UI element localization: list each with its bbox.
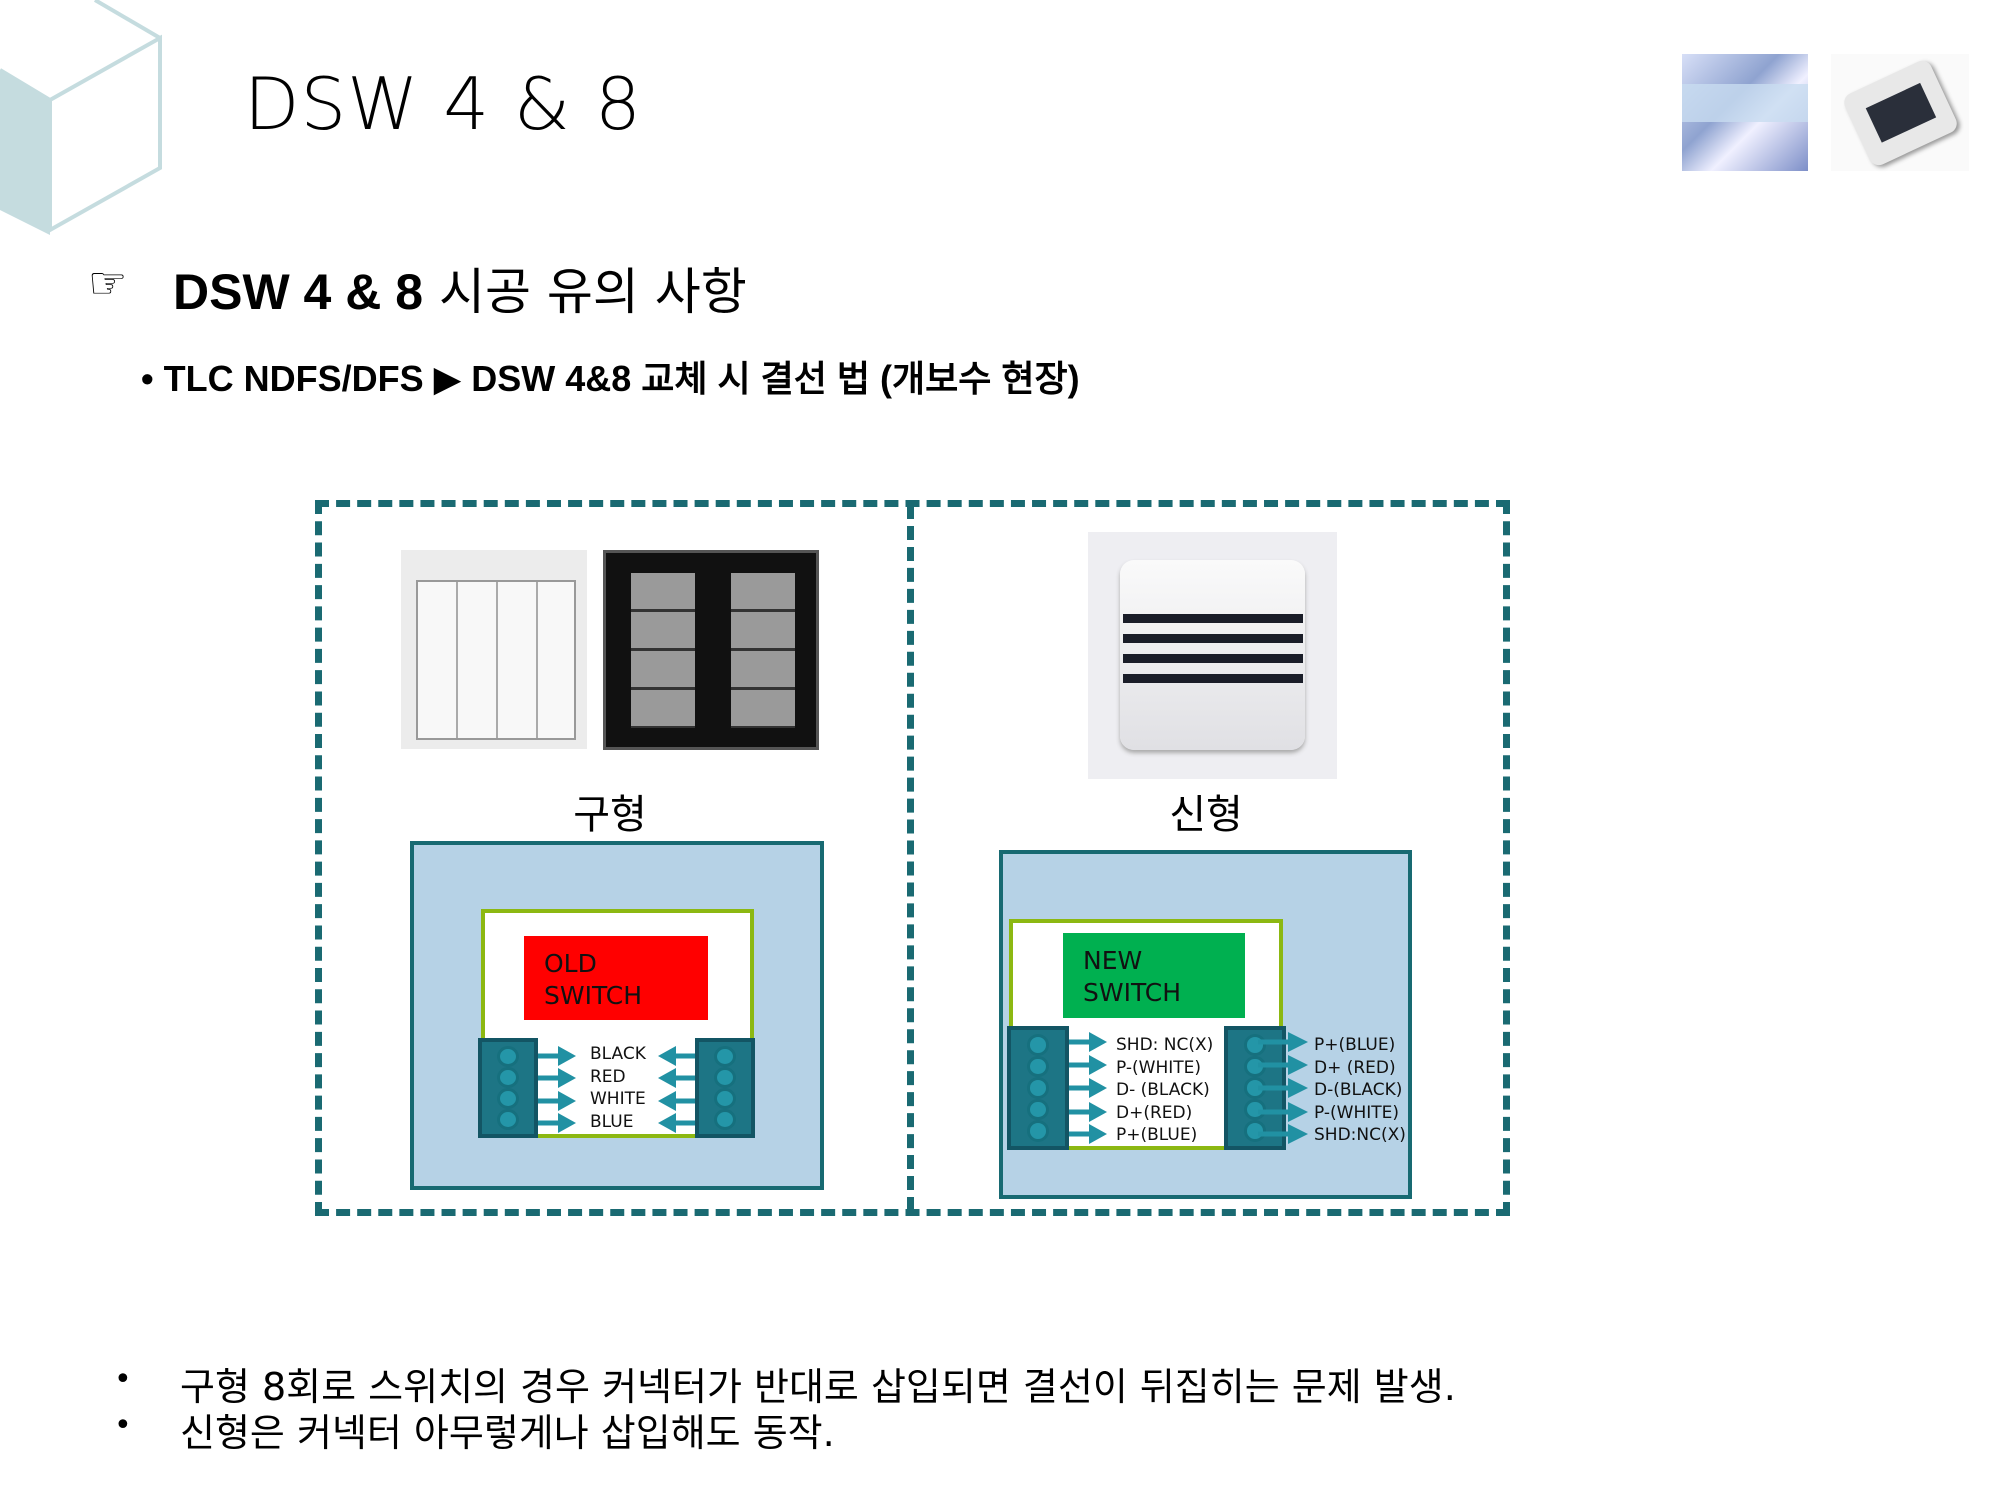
arrow-right-icon: [538, 1046, 576, 1066]
new-switch-line1: NEW: [1083, 946, 1143, 975]
wire-label: SHD: NC(X): [1116, 1035, 1214, 1055]
old-switch-photo-black: [603, 550, 819, 750]
new-label: 신형: [1169, 792, 1243, 838]
new-switch-badge: NEW SWITCH: [1063, 933, 1245, 1018]
arrow-right-icon: [1069, 1055, 1107, 1075]
touch-panel-image: [1831, 54, 1969, 171]
old-label: 구형: [573, 792, 647, 838]
wire-label: D- (BLACK): [1116, 1080, 1210, 1100]
arrow-right-icon: [1258, 1055, 1308, 1075]
smartrol-logo-band: [1682, 84, 1808, 122]
new-switch-photo: [1088, 532, 1337, 779]
wire-label: P-(WHITE): [1116, 1057, 1202, 1078]
arrow-right-icon: [1069, 1124, 1107, 1144]
divider: [907, 505, 914, 1211]
arrow-right-icon: [538, 1091, 576, 1111]
arrow-right-icon: [1258, 1124, 1308, 1144]
old-switch-photo-white: [401, 550, 587, 749]
section-heading: DSW 4 & 8 시공 유의 사항: [173, 252, 747, 324]
new-left-wire-labels: SHD: NC(X)P-(WHITE)D- (BLACK)D+(RED)P+(B…: [1116, 1034, 1213, 1147]
wire-label: P-(WHITE): [1314, 1102, 1400, 1123]
arrow-right-icon: [1258, 1032, 1308, 1052]
wire-label: D+ (RED): [1314, 1057, 1396, 1078]
new-connector-left: [1007, 1026, 1069, 1150]
new-right-arrows: [1258, 1032, 1308, 1144]
arrow-left-icon: [658, 1046, 695, 1066]
page-title: DSW 4 & 8: [244, 62, 642, 146]
old-switch-line1: OLD: [544, 949, 597, 978]
comparison-frame: [315, 500, 1510, 1216]
old-connector-left: [478, 1038, 538, 1138]
wire-label: D-(BLACK): [1314, 1080, 1403, 1100]
bullet-icon: •: [114, 1408, 132, 1443]
arrow-right-icon: [1069, 1078, 1107, 1098]
wire-label: WHITE: [590, 1089, 646, 1109]
pointing-hand-icon: ☞: [88, 258, 128, 309]
heading-bold: DSW 4 & 8: [173, 264, 424, 320]
arrow-left-icon: [658, 1068, 695, 1088]
old-switch-line2: SWITCH: [544, 981, 643, 1010]
cube-decoration: [0, 0, 162, 235]
old-arrows: [538, 1046, 695, 1133]
arrow-right-icon: [1069, 1102, 1107, 1122]
arrow-right-icon: [538, 1068, 576, 1088]
subtitle: • TLC NDFS/DFS ▶ DSW 4&8 교체 시 결선 법 (개보수 …: [141, 358, 1080, 399]
heading-rest: 시공 유의 사항: [423, 263, 747, 321]
old-switch-badge: OLD SWITCH: [524, 936, 708, 1020]
wire-label: BLACK: [590, 1044, 646, 1064]
arrow-right-icon: [1258, 1078, 1308, 1098]
wire-label: SHD:NC(X): [1314, 1125, 1406, 1145]
wire-label: BLUE: [590, 1111, 634, 1132]
wire-label: D+(RED): [1116, 1102, 1193, 1123]
smartrol-logo: [1682, 54, 1808, 171]
old-connector-right: [695, 1038, 755, 1138]
new-switch-line2: SWITCH: [1083, 978, 1182, 1007]
arrow-right-icon: [1069, 1032, 1107, 1052]
note-1: 구형 8회로 스위치의 경우 커넥터가 반대로 삽입되면 결선이 뒤집히는 문제…: [180, 1365, 1456, 1409]
arrow-left-icon: [658, 1091, 695, 1111]
wire-label: RED: [590, 1066, 626, 1087]
new-right-wire-labels: P+(BLUE)D+ (RED)D-(BLACK)P-(WHITE)SHD:NC…: [1314, 1034, 1406, 1147]
note-2: 신형은 커넥터 아무렇게나 삽입해도 동작.: [180, 1411, 835, 1455]
arrow-left-icon: [658, 1113, 695, 1133]
arrow-right-icon: [538, 1113, 576, 1133]
new-left-arrows: [1069, 1032, 1107, 1144]
wire-label: P+(BLUE): [1116, 1125, 1198, 1145]
bullet-icon: •: [114, 1362, 132, 1397]
arrow-right-icon: [1258, 1102, 1308, 1122]
wire-label: P+(BLUE): [1314, 1035, 1396, 1055]
